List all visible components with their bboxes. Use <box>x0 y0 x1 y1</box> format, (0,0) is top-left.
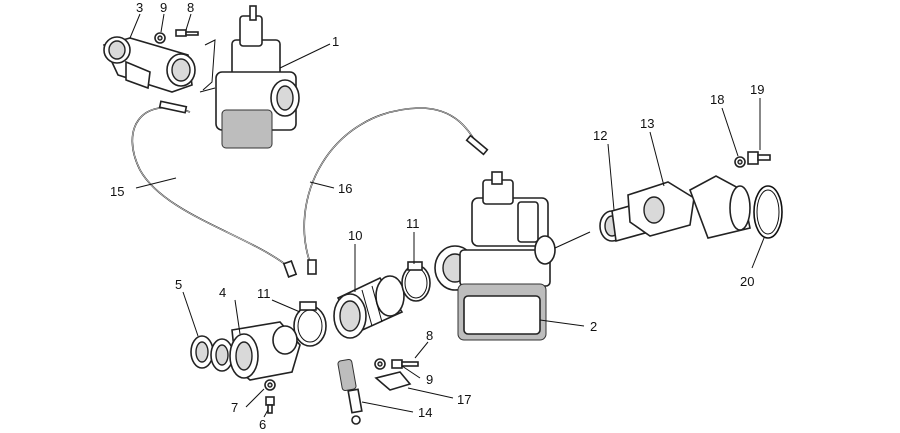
hose-clamp-11-right <box>401 261 431 302</box>
callout-4: 4 <box>219 285 226 300</box>
intake-elbow-13 <box>627 175 751 239</box>
callout-7: 7 <box>231 400 238 415</box>
washer-top <box>154 32 166 44</box>
callout-18: 18 <box>710 92 724 107</box>
callout-20: 20 <box>740 274 754 289</box>
washer-18 <box>734 156 746 168</box>
intake-manifold-4 <box>229 321 301 381</box>
hose-clamp-11-left <box>293 301 327 347</box>
callout-19: 19 <box>750 82 764 97</box>
callout-17: 17 <box>457 392 471 407</box>
linkage-14 <box>337 358 363 425</box>
callout-2: 2 <box>590 319 597 334</box>
callout-3: 3 <box>136 0 143 15</box>
callout-8-top: 8 <box>187 0 194 15</box>
throttle-cable-16 <box>303 107 489 275</box>
callout-8-bottom: 8 <box>426 328 433 343</box>
callout-9-top: 9 <box>160 0 167 15</box>
bolt-8-bottom <box>391 359 419 369</box>
washer-9-bottom <box>374 358 386 370</box>
callout-15: 15 <box>110 184 124 199</box>
callout-14: 14 <box>418 405 432 420</box>
bolt-6 <box>265 396 275 414</box>
clamp-ring-20 <box>753 185 783 239</box>
callout-6: 6 <box>259 417 266 432</box>
intake-boot-10 <box>333 275 405 339</box>
callout-16: 16 <box>338 181 352 196</box>
callout-9-bottom: 9 <box>426 372 433 387</box>
bolt-19 <box>747 151 771 165</box>
callout-5: 5 <box>175 277 182 292</box>
leader-lines <box>129 13 765 418</box>
bracket-line-top <box>202 39 216 91</box>
callout-12: 12 <box>593 128 607 143</box>
throttle-cable-15 <box>131 100 298 278</box>
callout-11-left: 11 <box>257 286 271 301</box>
carburetor-top <box>199 5 300 149</box>
callout-11-right: 11 <box>406 216 420 231</box>
rubber-sleeve-12 <box>599 201 646 243</box>
callout-1: 1 <box>332 34 339 49</box>
callout-13: 13 <box>640 116 654 131</box>
carburetor-main <box>434 171 591 341</box>
gasket-5 <box>190 335 234 372</box>
bolt-top <box>175 29 199 37</box>
bracket-17 <box>374 371 412 391</box>
intake-manifold-top <box>102 36 196 93</box>
callout-10: 10 <box>348 228 362 243</box>
washer-7 <box>264 379 276 391</box>
